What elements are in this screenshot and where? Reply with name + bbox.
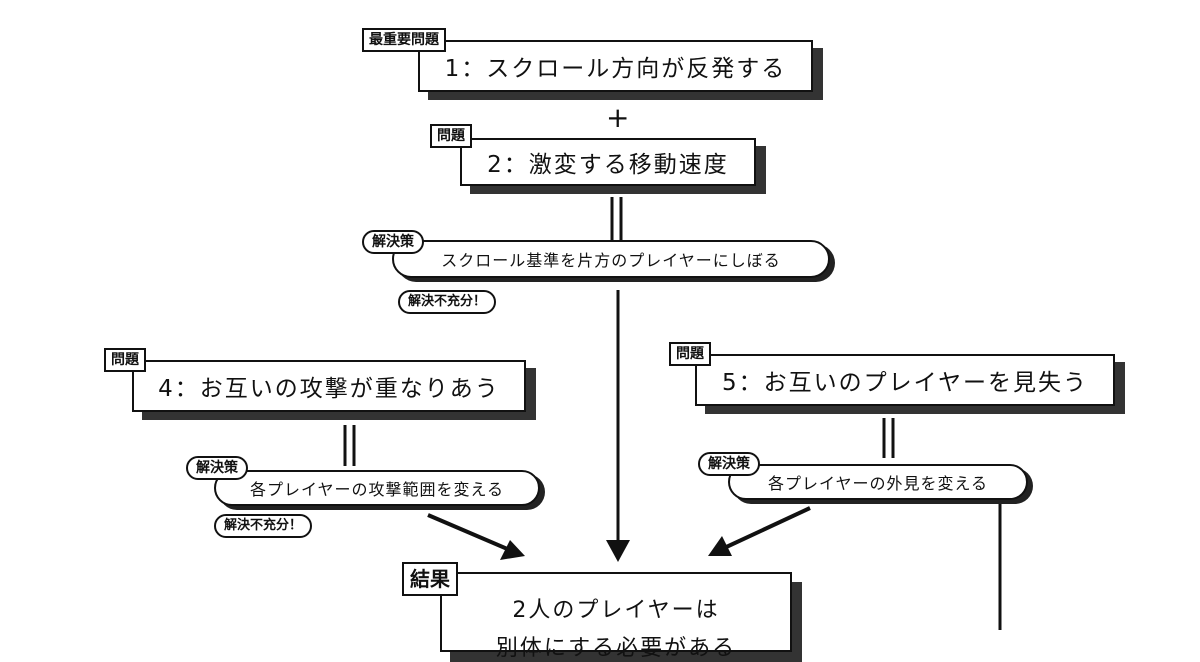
connector-layer — [343, 197, 1002, 630]
plus-sign: + — [606, 101, 630, 134]
solution-5-tag: 解決策 — [698, 452, 760, 476]
problem-2-tag: 問題 — [430, 124, 472, 148]
arrow-right-diagonal-head — [708, 536, 732, 556]
problem-4-box: 4：お互いの攻撃が重なりあう — [132, 360, 526, 412]
solution-4-text: 各プレイヤーの攻撃範囲を変える — [249, 480, 505, 499]
problem-4-text: 4：お互いの攻撃が重なりあう — [158, 376, 500, 402]
problem-5-tag: 問題 — [669, 342, 711, 366]
solution-4-tag: 解決策 — [186, 456, 248, 480]
problem-2-text: 2：激変する移動速度 — [487, 152, 729, 178]
solution-1-tag: 解決策 — [362, 230, 424, 254]
problem-4-tag: 問題 — [104, 348, 146, 372]
arrow-main-down-head — [606, 540, 630, 562]
solution-1-note: 解決不充分！ — [398, 290, 497, 314]
result-line-1: 2人のプレイヤーは — [512, 598, 720, 623]
solution-1-text: スクロール基準を片方のプレイヤーにしぼる — [441, 251, 781, 270]
arrow-left-diagonal-head — [500, 540, 525, 560]
result-tag: 結果 — [402, 562, 458, 596]
solution-4-note: 解決不充分！ — [214, 514, 313, 538]
problem-1-text: 1：スクロール方向が反発する — [444, 56, 787, 82]
arrow-left-diagonal — [427, 513, 513, 553]
solution-5-box: 各プレイヤーの外見を変える — [728, 464, 1028, 500]
problem-1-tag: 最重要問題 — [362, 28, 446, 52]
problem-5-box: 5：お互いのプレイヤーを見失う — [695, 354, 1115, 406]
arrow-right-diagonal — [721, 506, 811, 551]
result-box: 2人のプレイヤーは 別体にする必要がある — [440, 572, 792, 661]
problem-1-box: 1：スクロール方向が反発する — [418, 40, 813, 92]
result-line-2: 別体にする必要がある — [495, 636, 737, 661]
solution-4-box: 各プレイヤーの攻撃範囲を変える — [214, 470, 540, 506]
solution-5-text: 各プレイヤーの外見を変える — [767, 474, 989, 493]
problem-2-box: 2：激変する移動速度 — [460, 138, 756, 186]
solution-1-box: スクロール基準を片方のプレイヤーにしぼる — [392, 240, 830, 278]
problem-5-text: 5：お互いのプレイヤーを見失う — [722, 370, 1088, 396]
